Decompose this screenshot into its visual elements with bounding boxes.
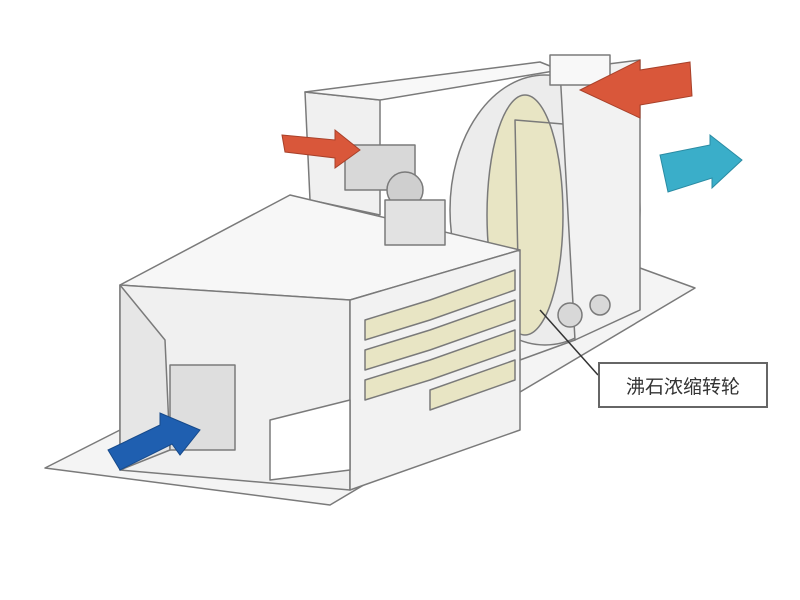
right-duct [559, 59, 641, 341]
hot-air-inlet-arrow [281, 128, 361, 169]
inlet-air-arrow [107, 412, 201, 471]
filter-grille [269, 399, 351, 481]
zeolite-rotor-label: 沸石浓缩转轮 [598, 362, 768, 408]
label-leader-line [539, 309, 599, 376]
hot-air-outlet-arrow [578, 59, 693, 119]
filter-layers [364, 269, 516, 411]
exhaust-air-arrow [659, 133, 743, 193]
